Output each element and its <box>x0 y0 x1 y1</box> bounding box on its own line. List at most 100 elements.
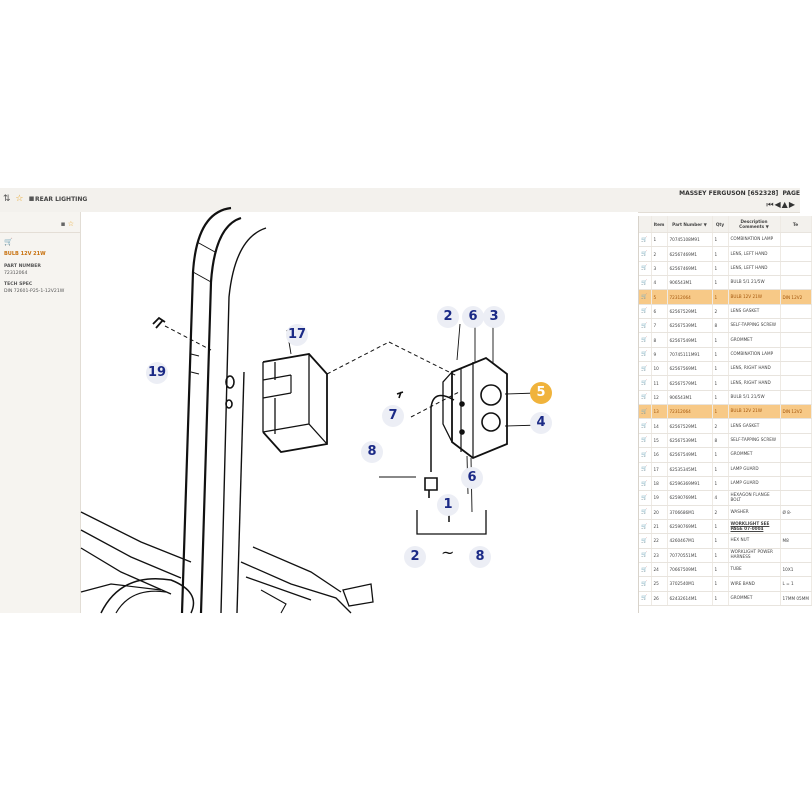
cell-qty: 1 <box>712 289 729 305</box>
header-tech[interactable]: Te <box>780 216 812 233</box>
add-to-cart-icon[interactable]: 🛒 <box>639 533 652 549</box>
cell-tech: 10X1 <box>780 562 812 578</box>
callout-6[interactable]: 6 <box>462 306 484 328</box>
add-to-cart-icon[interactable]: 🛒 <box>639 289 652 305</box>
callout-2-range[interactable]: 2 <box>404 546 426 568</box>
add-to-cart-icon[interactable]: 🛒 <box>639 347 652 363</box>
callout-8-range[interactable]: 8 <box>469 546 491 568</box>
comment-icon[interactable]: ▪ <box>28 194 36 204</box>
star-icon[interactable]: ☆ <box>67 220 74 228</box>
callout-7[interactable]: 7 <box>382 405 404 427</box>
cell-description: GROMMET <box>728 332 781 348</box>
cell-qty: 1 <box>712 447 729 463</box>
cell-tech: Ø 8- <box>780 505 812 520</box>
cell-part-number: 62590769M1 <box>667 519 713 535</box>
cell-part-number: 70745111M91 <box>667 347 713 363</box>
tech-spec-label: TECH SPEC <box>4 282 33 287</box>
add-to-cart-icon[interactable]: 🛒 <box>639 462 652 477</box>
callout-17[interactable]: 17 <box>286 324 308 346</box>
cell-tech <box>780 433 812 449</box>
add-to-cart-icon[interactable]: 🛒 <box>639 361 652 377</box>
header-description[interactable]: Description Comments ▼ <box>728 216 781 233</box>
add-to-cart-icon[interactable]: 🛒 <box>639 576 652 592</box>
cell-tech: L = 1 <box>780 576 812 592</box>
header-part-number[interactable]: Part Number ▼ <box>667 216 713 233</box>
cell-part-number: 62535345M1 <box>667 462 713 477</box>
header-item[interactable]: Item <box>651 216 668 233</box>
cell-description: BULB 5/1 21/5W <box>728 390 781 406</box>
add-to-cart-icon[interactable]: 🛒 <box>639 304 652 320</box>
comment-icon[interactable]: ▪ <box>60 220 66 228</box>
add-to-cart-icon[interactable]: 🛒 <box>639 246 652 262</box>
cell-description-link[interactable]: WORKLIGHT SEE PAGE 07-0004 <box>728 519 781 535</box>
callout-8[interactable]: 8 <box>361 441 383 463</box>
add-to-cart-icon[interactable]: 🛒 <box>639 433 652 449</box>
cart-icon[interactable]: 🛒 <box>4 238 13 246</box>
cell-qty: 2 <box>712 304 729 320</box>
add-to-cart-icon[interactable]: 🛒 <box>639 548 652 563</box>
add-to-cart-icon[interactable]: 🛒 <box>639 318 652 334</box>
add-to-cart-icon[interactable]: 🛒 <box>639 418 652 434</box>
callout-4[interactable]: 4 <box>530 412 552 434</box>
header-qty[interactable]: Qty <box>712 216 729 233</box>
cell-item: 7 <box>651 318 668 334</box>
add-to-cart-icon[interactable]: 🛒 <box>639 490 652 506</box>
add-to-cart-icon[interactable]: 🛒 <box>639 447 652 463</box>
cell-qty: 1 <box>712 261 729 277</box>
add-to-cart-icon[interactable]: 🛒 <box>639 261 652 277</box>
callout-2[interactable]: 2 <box>437 306 459 328</box>
add-to-cart-icon[interactable]: 🛒 <box>639 404 652 420</box>
cell-description: HEXAGON FLANGE BOLT <box>728 490 781 506</box>
callout-5-selected[interactable]: 5 <box>530 382 552 404</box>
range-tilde: ~ <box>441 543 455 562</box>
add-to-cart-icon[interactable]: 🛒 <box>639 390 652 406</box>
star-icon[interactable]: ☆ <box>15 194 25 204</box>
add-to-cart-icon[interactable]: 🛒 <box>639 562 652 578</box>
sort-icon[interactable]: ⇅ <box>3 194 12 204</box>
add-to-cart-icon[interactable]: 🛒 <box>639 332 652 348</box>
add-to-cart-icon[interactable]: 🛒 <box>639 591 652 606</box>
callout-6-lower[interactable]: 6 <box>461 467 483 489</box>
add-to-cart-icon[interactable]: 🛒 <box>639 505 652 520</box>
cell-description: WASHER <box>728 505 781 520</box>
add-to-cart-icon[interactable]: 🛒 <box>639 476 652 492</box>
add-to-cart-icon[interactable]: 🛒 <box>639 275 652 291</box>
callout-19[interactable]: 19 <box>146 362 168 384</box>
cell-item: 1 <box>651 232 668 248</box>
callout-1[interactable]: 1 <box>437 494 459 516</box>
callout-3[interactable]: 3 <box>483 306 505 328</box>
page-nav-controls[interactable]: ⏮◀▲▶ <box>766 200 796 209</box>
add-to-cart-icon[interactable]: 🛒 <box>639 375 652 391</box>
cell-part-number: 70770551M1 <box>667 548 713 563</box>
exploded-diagram[interactable]: 2 6 3 17 19 5 7 4 8 6 1 2 8 ~ <box>80 206 638 614</box>
add-to-cart-icon[interactable]: 🛒 <box>639 519 652 535</box>
add-to-cart-icon[interactable]: 🛒 <box>639 232 652 248</box>
cell-item: 3 <box>651 261 668 277</box>
